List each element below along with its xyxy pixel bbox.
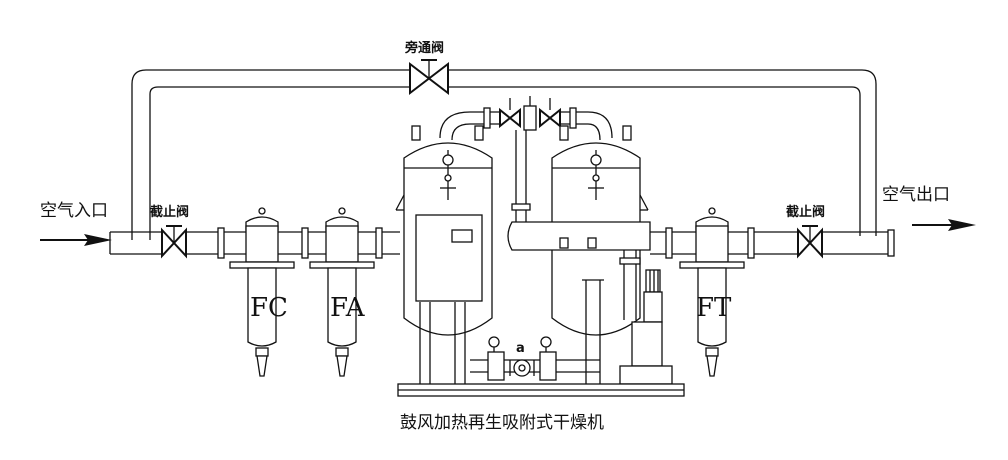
outlet-stop-valve[interactable]	[797, 225, 823, 259]
bypass-pipe	[131, 69, 877, 240]
top-pipe	[439, 96, 613, 222]
outlet-stop-valve-label: 截止阀	[786, 204, 825, 220]
filter-ft[interactable]	[679, 207, 745, 377]
diagram-caption: 鼓风加热再生吸附式干燥机	[400, 413, 604, 433]
air-inlet-label: 空气入口	[40, 201, 108, 221]
outlet-arrow-icon	[912, 219, 976, 231]
filter-fa[interactable]	[309, 207, 375, 377]
base-skid	[397, 383, 685, 397]
filter-fa-label: FA	[330, 293, 366, 323]
bypass-valve[interactable]	[409, 59, 449, 96]
filter-ft-label: FT	[696, 293, 732, 323]
filter-fc-label: FC	[250, 293, 288, 323]
valve-mark-label: a	[516, 341, 525, 356]
inlet-arrow-icon	[40, 234, 112, 246]
control-box[interactable]	[415, 214, 483, 302]
left-tower-legs	[419, 302, 466, 385]
inlet-stop-valve[interactable]	[161, 225, 187, 259]
blower-heater-unit[interactable]	[619, 250, 673, 385]
air-outlet-label: 空气出口	[882, 185, 950, 205]
bypass-valve-label: 旁通阀	[404, 40, 444, 56]
inlet-stop-valve-label: 截止阀	[150, 204, 189, 220]
filter-fc[interactable]	[229, 207, 295, 377]
outlet-pipe	[650, 227, 895, 259]
inlet-pipe	[109, 227, 400, 259]
bottom-valve-manifold[interactable]	[470, 336, 600, 381]
heater-manifold	[507, 221, 651, 385]
